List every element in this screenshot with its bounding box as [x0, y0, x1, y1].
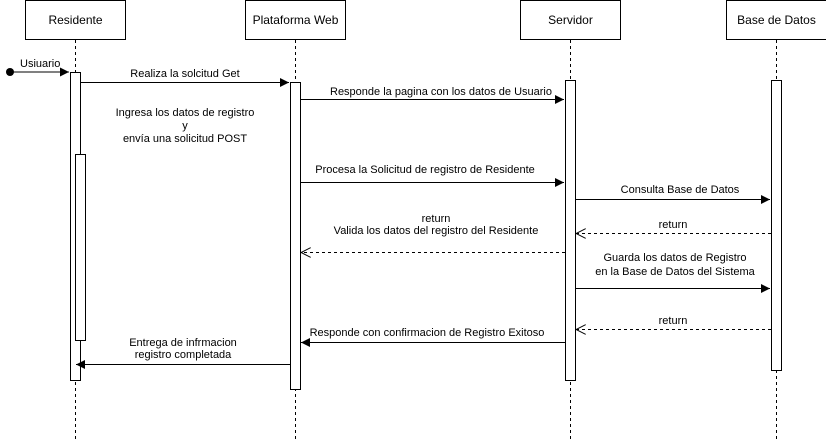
activation-servidor [565, 80, 576, 381]
msg-7-label-2: Valida los datos del registro del Reside… [334, 225, 539, 237]
participant-plataforma-label: Plataforma Web [253, 13, 339, 27]
msg-2-label: Responde la pagina con los datos de Usua… [330, 86, 552, 98]
note-line-2: y [182, 120, 188, 132]
msg-6-label: return [659, 219, 688, 231]
msg-8-label-2: en la Base de Datos del Sistema [595, 266, 755, 278]
participant-residente[interactable]: Residente [25, 0, 126, 40]
msg-9-label: return [659, 315, 688, 327]
activation-plataforma [290, 82, 301, 390]
participant-servidor[interactable]: Servidor [520, 0, 621, 40]
participant-servidor-label: Servidor [548, 13, 593, 27]
actor-label: Usiuario [20, 58, 60, 70]
participant-base-datos-label: Base de Datos [737, 13, 816, 27]
note-line-3: envía una solicitud POST [123, 133, 247, 145]
participant-plataforma[interactable]: Plataforma Web [245, 0, 346, 40]
msg-1-label: Realiza la solcitud Get [130, 68, 239, 80]
participant-residente-label: Residente [48, 13, 102, 27]
msg-11-label-1: Entrega de infrmacion [129, 337, 237, 349]
note-line-1: Ingresa los datos de registro [116, 107, 255, 119]
msg-11-label-2: registro completada [135, 349, 232, 361]
activation-base-datos [771, 80, 782, 371]
msg-7-label-1: return [422, 213, 451, 225]
msg-5-label: Consulta Base de Datos [621, 184, 740, 196]
msg-4-label: Procesa la Solicitud de registro de Resi… [315, 164, 535, 176]
activation-residente-nested [75, 154, 86, 341]
participant-base-datos[interactable]: Base de Datos [726, 0, 826, 40]
msg-10-label: Responde con confirmacion de Registro Ex… [310, 327, 545, 339]
msg-8-label-1: Guarda los datos de Registro [603, 252, 746, 264]
